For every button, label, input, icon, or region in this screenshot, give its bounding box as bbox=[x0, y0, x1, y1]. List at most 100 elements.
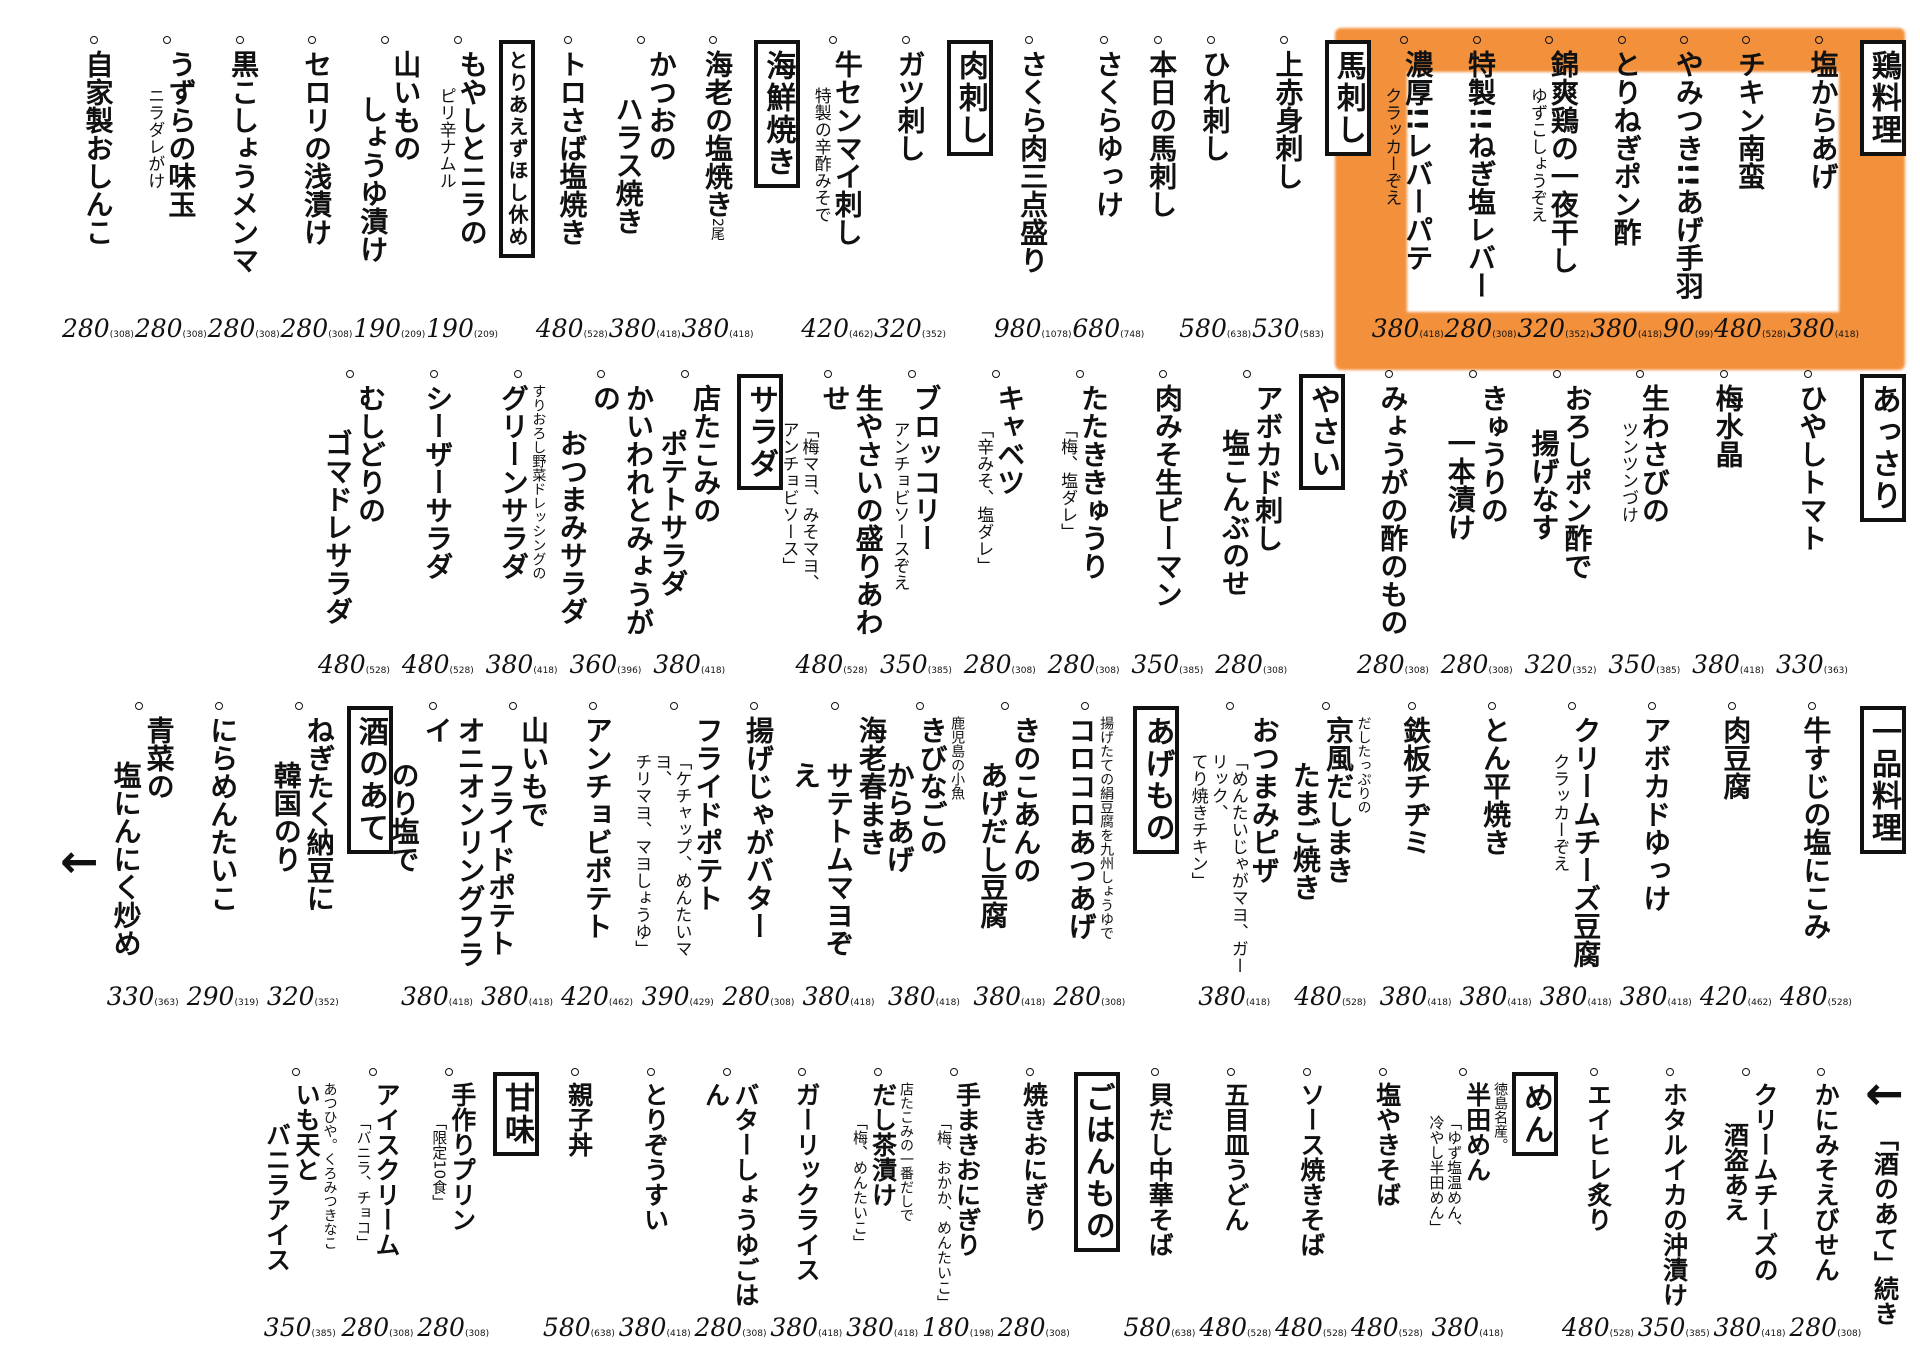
price-with-tax: (418) bbox=[818, 1329, 843, 1339]
item-description: 「めんたいじゃがマヨ、ガーリック、 bbox=[1207, 753, 1248, 975]
item-price: 280(308) bbox=[341, 1313, 413, 1353]
item-name: 肉豆腐 bbox=[1719, 716, 1753, 800]
item-text: 生わさびのツンツンづけ bbox=[1618, 368, 1671, 650]
item-description: 冷やし半田めん」 bbox=[1427, 1115, 1446, 1235]
price-with-tax: (418) bbox=[1739, 666, 1765, 676]
item-price: 380(418) bbox=[486, 650, 558, 690]
continued-label: ←「酒のあて」続き bbox=[1865, 1066, 1904, 1353]
section-title: やさい bbox=[1299, 374, 1346, 490]
continued-text: 「酒のあて」続き bbox=[1870, 1126, 1900, 1326]
item-name: エイヒレ炙り bbox=[1583, 1082, 1613, 1232]
price-with-tax: (385) bbox=[311, 1329, 336, 1339]
item-text: とん平焼き bbox=[1479, 700, 1512, 982]
menu-item: キャベツ「辛みそ、塩ダレ」280(308) bbox=[964, 368, 1036, 690]
price-with-tax: (363) bbox=[154, 998, 179, 1008]
item-text: とりねぎポン酢 bbox=[1610, 34, 1643, 314]
item-name: 錦爽鶏の一夜干し bbox=[1546, 50, 1580, 274]
price-value: 380 bbox=[1371, 314, 1420, 343]
item-price: 320(352) bbox=[1517, 314, 1589, 354]
item-name: さくら肉三点盛り bbox=[1016, 50, 1050, 274]
section-header: 海鮮焼き bbox=[754, 34, 801, 354]
price-value: 980 bbox=[993, 314, 1042, 343]
price-value: 350 bbox=[1608, 650, 1657, 679]
item-name: バターしょうゆごはん bbox=[701, 1082, 761, 1307]
item-price: 380(418) bbox=[401, 982, 473, 1022]
price-with-tax: (209) bbox=[401, 330, 426, 340]
item-text: チキン南蛮 bbox=[1734, 34, 1767, 314]
item-price: 380(418) bbox=[1692, 650, 1764, 690]
item-text: ガツ刺し bbox=[894, 34, 927, 314]
item-name: アボカド刺し bbox=[1251, 384, 1285, 552]
item-price: 380(418) bbox=[619, 1313, 691, 1353]
item-name: 自家製おしんこ bbox=[81, 50, 115, 246]
item-price: 580(638) bbox=[1124, 1313, 1196, 1353]
item-price: 530(583) bbox=[1252, 314, 1324, 354]
item-price: 280(308) bbox=[722, 982, 794, 1022]
item-text: 店たこみの一番だしでだし茶漬け「梅、めんたいこ」 bbox=[850, 1066, 914, 1313]
item-price: 380(418) bbox=[1620, 982, 1692, 1022]
price-value: 280 bbox=[417, 1313, 465, 1342]
item-name: ガツ刺し bbox=[893, 50, 927, 162]
menu-item: 店たこみの一番だしでだし茶漬け「梅、めんたいこ」380(418) bbox=[846, 1066, 918, 1353]
price-with-tax: (528) bbox=[1398, 1329, 1423, 1339]
item-name: かにみそえびせん bbox=[1811, 1082, 1841, 1282]
item-text: 揚げじゃがバター bbox=[742, 700, 775, 982]
item-text: おつまみピザ「めんたいじゃがマヨ、ガーリック、てり焼きチキン」 bbox=[1188, 700, 1281, 982]
item-name: ハラス焼き bbox=[611, 94, 645, 235]
price-with-tax: (99) bbox=[1694, 330, 1714, 340]
price-value: 480 bbox=[318, 650, 366, 679]
item-price: 280(308) bbox=[208, 314, 280, 354]
price-with-tax: (528) bbox=[449, 666, 474, 676]
price-with-tax: (308) bbox=[742, 1329, 767, 1339]
price-value: 380 bbox=[608, 314, 657, 343]
item-price: 280(308) bbox=[964, 650, 1036, 690]
item-price: 180(198) bbox=[922, 1313, 994, 1353]
item-price: 480(528) bbox=[1294, 982, 1366, 1022]
item-name: とん平焼き bbox=[1479, 716, 1513, 856]
item-text: もやしとニラのピリ辛ナムル bbox=[436, 34, 489, 314]
price-value: 280 bbox=[280, 314, 329, 343]
item-description: 「限定10食」 bbox=[430, 1115, 449, 1210]
section-header: めん bbox=[1512, 1066, 1559, 1353]
item-price: 190(209) bbox=[426, 314, 498, 354]
price-with-tax: (308) bbox=[328, 330, 353, 340]
item-price: 350(385) bbox=[1608, 650, 1680, 690]
item-name: ガーリックライス bbox=[792, 1082, 822, 1282]
item-text: きのこあんのあげだし豆腐 bbox=[976, 700, 1042, 982]
price-with-tax: (308) bbox=[1404, 666, 1429, 676]
price-with-tax: (462) bbox=[848, 330, 874, 340]
item-name: ねぎたく納豆に bbox=[302, 716, 336, 912]
price-with-tax: (418) bbox=[656, 330, 681, 340]
item-text: さくら肉三点盛り bbox=[1016, 34, 1049, 314]
item-note: 2尾 bbox=[709, 218, 725, 241]
price-value: 90 bbox=[1663, 314, 1695, 343]
price-with-tax: (308) bbox=[1101, 998, 1126, 1008]
item-name: チキン南蛮 bbox=[1733, 50, 1767, 190]
price-with-tax: (308) bbox=[1045, 1329, 1070, 1339]
price-with-tax: (418) bbox=[1834, 330, 1859, 340]
item-text: あつひや。くろみつきなこいも天とバニラアイス bbox=[262, 1066, 338, 1313]
item-text: かいわれとみょうがのおつまみサラダ bbox=[556, 368, 655, 650]
item-text: 山いものしょうゆ漬け bbox=[356, 34, 422, 314]
price-value: 180 bbox=[921, 1313, 970, 1342]
item-text: 五目皿うどん bbox=[1221, 1066, 1250, 1313]
price-value: 420 bbox=[1699, 982, 1748, 1011]
item-name: うずらの味玉 bbox=[164, 50, 198, 218]
price-value: 350 bbox=[263, 1313, 312, 1342]
item-price: 90(99) bbox=[1663, 314, 1713, 354]
price-value: 280 bbox=[62, 314, 110, 343]
item-name: 塩やきそば bbox=[1372, 1082, 1402, 1207]
item-name: ホタルイカの沖漬け bbox=[1659, 1082, 1689, 1307]
